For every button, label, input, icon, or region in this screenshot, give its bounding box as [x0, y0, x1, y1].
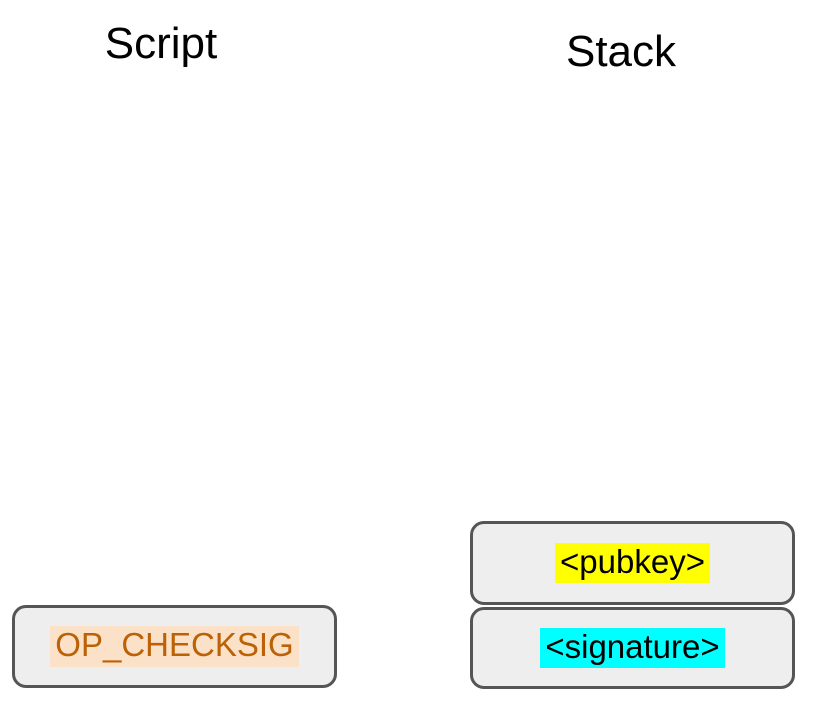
stack-item-pubkey[interactable]: <pubkey> [470, 521, 795, 605]
script-column-heading: Script [104, 19, 218, 68]
stack-item-label: <pubkey> [555, 542, 710, 584]
script-item-op-checksig[interactable]: OP_CHECKSIG [12, 605, 337, 688]
stack-item-signature[interactable]: <signature> [470, 607, 795, 689]
stack-item-label: <signature> [540, 627, 725, 669]
script-item-label: OP_CHECKSIG [50, 626, 299, 667]
script-column [0, 0, 400, 707]
stack-column-heading: Stack [565, 27, 677, 76]
